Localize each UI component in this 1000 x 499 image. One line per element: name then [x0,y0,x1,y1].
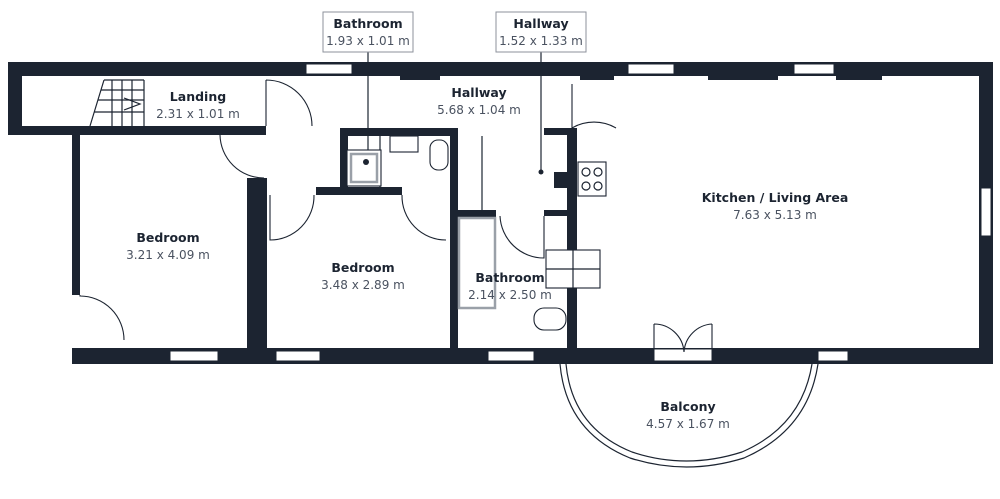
stairs [89,79,145,127]
wall-pillars [400,62,882,80]
bathroom-fixtures [346,135,601,331]
balcony [559,363,819,468]
room-hallway: Hallway 5.68 x 1.04 m [437,85,521,117]
room-bathroom-dims: 2.14 x 2.50 m [468,288,552,302]
room-balcony: Balcony 4.57 x 1.67 m [646,399,730,431]
room-bedroom-2: Bedroom 3.48 x 2.89 m [321,260,405,292]
callout-bathroom-dims: 1.93 x 1.01 m [326,34,410,48]
callout-leaders [367,52,544,175]
room-landing: Landing 2.31 x 1.01 m [156,89,240,121]
doors [79,79,713,353]
callout-bathroom-name: Bathroom [333,16,402,31]
room-bathroom-name: Bathroom [475,270,544,285]
room-bedroom-1-name: Bedroom [136,230,199,245]
room-bedroom-2-dims: 3.48 x 2.89 m [321,278,405,292]
callout-hallway: Hallway 1.52 x 1.33 m [495,11,587,53]
room-bedroom-2-name: Bedroom [331,260,394,275]
room-bedroom-1: Bedroom 3.21 x 4.09 m [126,230,210,262]
interior-walls [247,126,577,364]
room-hallway-dims: 5.68 x 1.04 m [437,103,521,117]
callout-hallway-name: Hallway [513,16,568,31]
kitchen-hob [577,161,607,197]
room-hallway-name: Hallway [451,85,506,100]
room-bathroom: Bathroom 2.14 x 2.50 m [468,270,552,302]
room-balcony-dims: 4.57 x 1.67 m [646,417,730,431]
callout-hallway-dims: 1.52 x 1.33 m [499,34,583,48]
room-kitchen: Kitchen / Living Area 7.63 x 5.13 m [702,190,849,222]
room-balcony-name: Balcony [660,399,715,414]
windows [169,63,992,362]
room-kitchen-dims: 7.63 x 5.13 m [733,208,817,222]
room-bedroom-1-dims: 3.21 x 4.09 m [126,248,210,262]
room-kitchen-name: Kitchen / Living Area [702,190,849,205]
callout-bathroom: Bathroom 1.93 x 1.01 m [322,11,414,53]
room-landing-dims: 2.31 x 1.01 m [156,107,240,121]
room-landing-name: Landing [170,89,226,104]
